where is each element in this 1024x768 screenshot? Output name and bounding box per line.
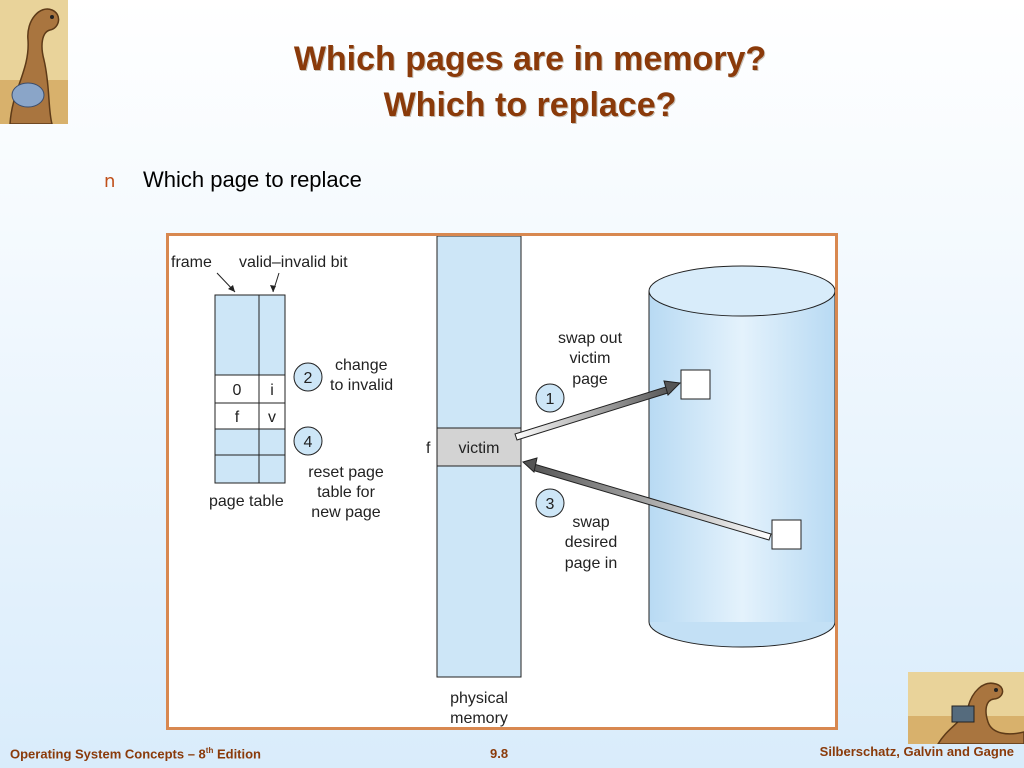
- step-4-line-3: new page: [311, 504, 380, 521]
- step-4-line-2: table for: [317, 484, 375, 501]
- step-3-number: 3: [546, 496, 555, 513]
- step-3-line-3: page in: [565, 555, 618, 572]
- frame-pointer-arrowhead: [228, 285, 235, 292]
- backing-store-disk: [648, 265, 835, 648]
- bullet-marker: n: [104, 171, 116, 192]
- footer-book-title: Operating System Concepts – 8th Edition: [10, 746, 261, 761]
- bit-pointer-arrowhead: [270, 285, 276, 292]
- footer-book-title-sup: th: [205, 746, 214, 755]
- swap-out-arrow: [514, 380, 682, 441]
- step-2-number: 2: [304, 370, 313, 387]
- step-1-marker: 1: [535, 383, 565, 413]
- footer-book-title-suffix: Edition: [213, 746, 262, 762]
- step-4-marker: 4: [293, 426, 323, 456]
- desired-page-box: [771, 519, 802, 550]
- step-3-line-2: desired: [565, 534, 617, 551]
- dinosaur-logo-top-icon: [0, 0, 68, 124]
- page-replacement-diagram: frame valid–invalid bit 0 i f v page tab…: [171, 236, 835, 727]
- swap-in-arrow: [521, 457, 772, 541]
- victim-frame: [436, 427, 522, 467]
- row-0-frame-value: 0: [233, 382, 242, 399]
- victim-label: victim: [459, 440, 500, 457]
- step-3-line-1: swap: [572, 514, 609, 531]
- step-1-line-3: page: [572, 371, 608, 388]
- row-f-bit-value: v: [268, 409, 276, 426]
- page-table-label: page table: [209, 493, 284, 510]
- title-line-2: Which to replace?: [383, 86, 677, 124]
- step-2-line-1: change: [335, 357, 388, 374]
- step-1-line-1: swap out: [558, 330, 623, 347]
- step-2-marker: 2: [293, 362, 323, 392]
- step-4-line-1: reset page: [308, 464, 384, 481]
- row-0-bit-value: i: [270, 382, 274, 399]
- slide-title: Which pages are in memory? Which to repl…: [200, 36, 860, 128]
- page-table: 0 i f v: [214, 294, 286, 484]
- swapped-out-page-box: [680, 369, 711, 400]
- footer-book-title-prefix: Operating System Concepts – 8: [10, 746, 206, 762]
- frame-label: frame: [171, 254, 212, 271]
- physical-memory-line-1: physical: [450, 690, 508, 707]
- step-4-number: 4: [304, 434, 313, 451]
- physical-memory-line-2: memory: [450, 710, 508, 727]
- dinosaur-logo-bottom-icon: [908, 672, 1024, 744]
- footer-slide-number: 9.8: [490, 746, 509, 761]
- step-3-marker: 3: [535, 488, 565, 518]
- title-line-1: Which pages are in memory?: [293, 40, 767, 78]
- step-2-line-2: to invalid: [330, 377, 393, 394]
- step-1-number: 1: [546, 391, 555, 408]
- row-f-frame-value: f: [235, 409, 240, 426]
- valid-invalid-bit-label: valid–invalid bit: [239, 254, 348, 271]
- footer-authors: Silberschatz, Galvin and Gagne: [819, 744, 1014, 759]
- bullet-text: Which page to replace: [143, 167, 362, 192]
- step-1-line-2: victim: [570, 350, 611, 367]
- frame-f-label: f: [426, 440, 431, 457]
- page-replacement-figure: frame valid–invalid bit 0 i f v page tab…: [166, 233, 838, 730]
